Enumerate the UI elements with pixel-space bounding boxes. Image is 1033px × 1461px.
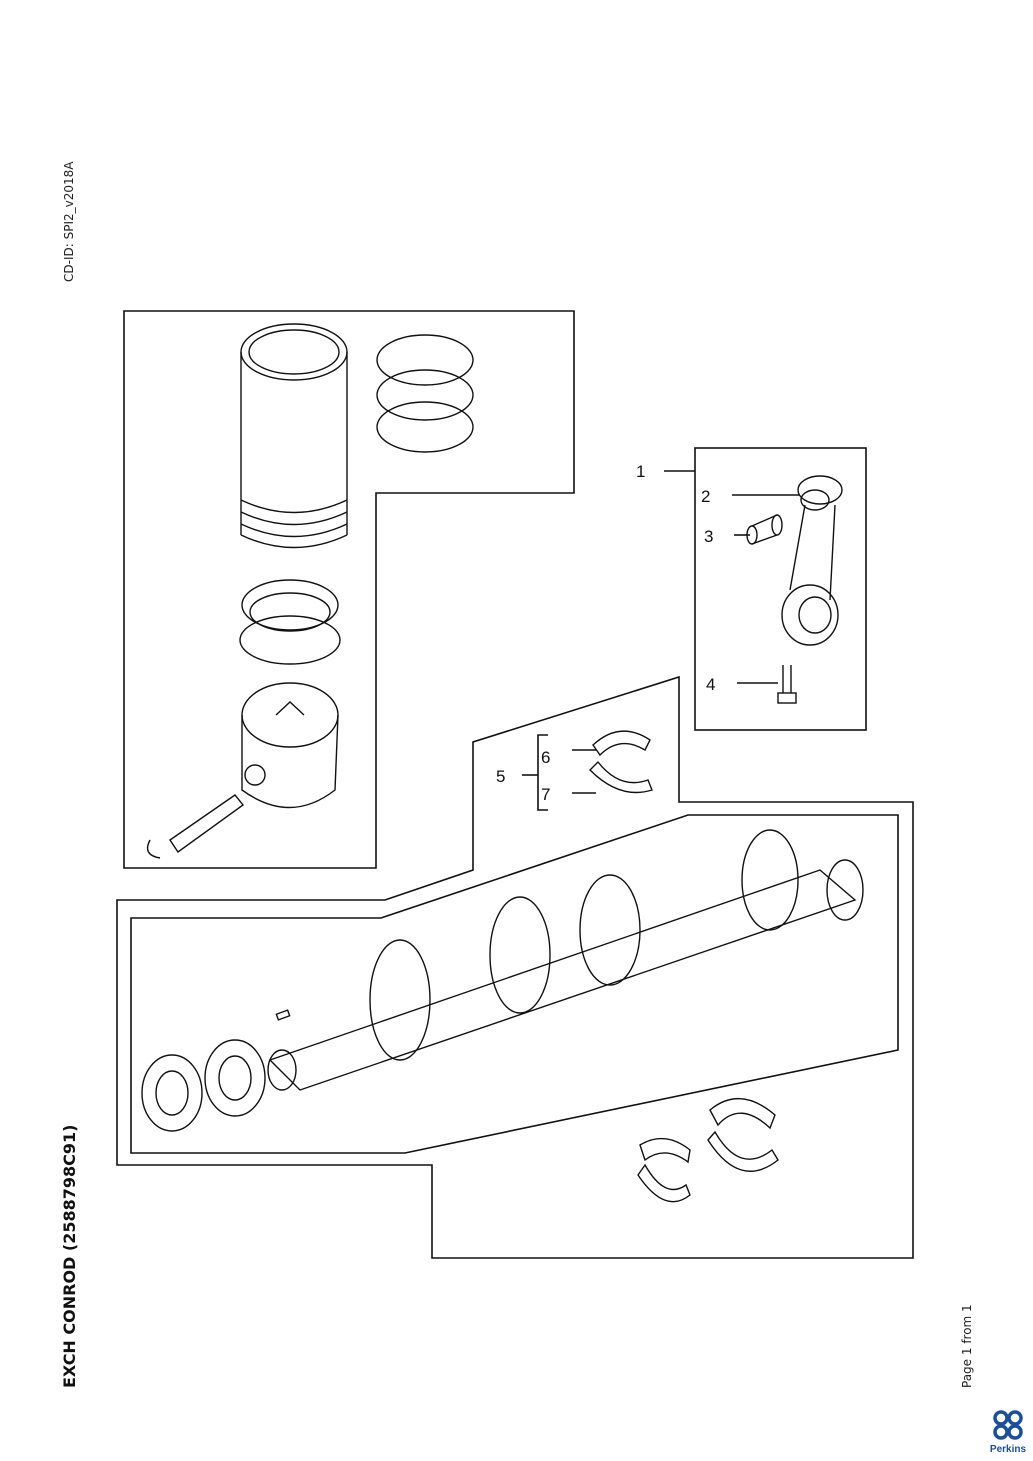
liner-piston-group-frame (123, 310, 575, 869)
crankshaft-inner-frame (130, 814, 899, 1154)
callout-1: 1 (636, 462, 645, 481)
callout-6: 6 (541, 748, 550, 767)
crankshaft-icon (267, 829, 864, 1091)
gears-icon (141, 1039, 266, 1132)
logo-text: Perkins (989, 1444, 1027, 1455)
connecting-rod-icon (781, 475, 843, 646)
gudgeon-pin-icon (146, 794, 245, 859)
crankshaft-outer-frame (116, 675, 914, 1259)
conrod-bolt-icon (777, 665, 797, 704)
main-bearing-shells-icon (637, 1097, 779, 1203)
piston-icon (241, 682, 339, 809)
conrod-bearing-shells-icon (589, 730, 653, 794)
seal-rings-icon (239, 579, 341, 665)
callout-4: 4 (706, 675, 715, 694)
callout-3: 3 (704, 527, 713, 546)
piston-rings-icon (376, 334, 474, 453)
cylinder-liner-icon (240, 323, 348, 549)
callouts (522, 470, 800, 811)
callout-7: 7 (541, 785, 550, 804)
conrod-group-frame (694, 447, 867, 731)
callout-2: 2 (701, 487, 710, 506)
perkins-logo-icon (993, 1410, 1023, 1440)
small-end-bush-icon (746, 514, 783, 545)
callout-5: 5 (496, 767, 505, 786)
perkins-logo: Perkins (987, 1410, 1029, 1455)
